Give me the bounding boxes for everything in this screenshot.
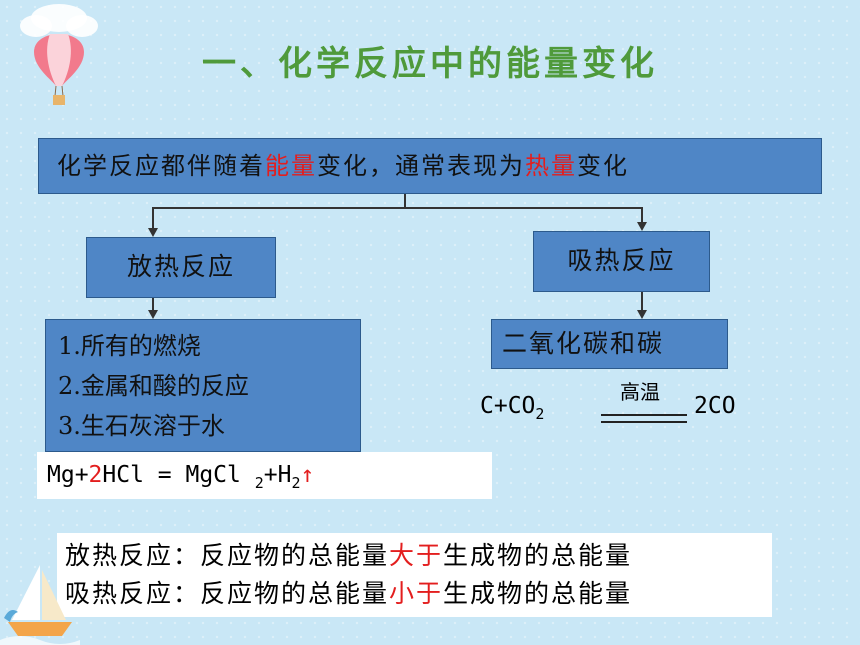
energy-change-statement: 化学反应都伴随着能量变化，通常表现为热量变化: [38, 138, 822, 194]
summary-text: 生成物的总能量: [443, 541, 633, 570]
summary-line: 放热反应：反应物的总能量大于生成物的总能量: [65, 537, 772, 575]
sailboat-icon: [0, 565, 80, 645]
eq-subscript: 2: [254, 474, 264, 492]
exothermic-examples: 1.所有的燃烧 2.金属和酸的反应 3.生石灰溶于水: [45, 319, 361, 452]
eq-coefficient: 2: [88, 462, 103, 488]
endothermic-box: 吸热反应: [533, 231, 710, 292]
connector-horizontal: [152, 207, 642, 209]
summary-text: 吸热反应：反应物的总能量: [65, 579, 390, 608]
connector-left: [152, 207, 154, 229]
summary-text: 放热反应：反应物的总能量: [65, 541, 390, 570]
summary-highlight: 小于: [389, 579, 444, 608]
exothermic-box: 放热反应: [86, 237, 276, 298]
hot-air-balloon-icon: [20, 4, 98, 105]
connector-stem: [404, 194, 406, 208]
connector-exo-list: [152, 298, 154, 311]
magnesium-equation: Mg+2HCl = MgCl 2+H2↑: [37, 452, 492, 499]
carbon-equation-product: 2CO: [694, 393, 736, 419]
statement-part-3: 变化: [577, 152, 629, 180]
list-item: 2.金属和酸的反应: [58, 372, 249, 400]
arrow-to-exothermic: [148, 228, 158, 237]
reaction-condition: 高温: [620, 380, 660, 404]
eq-subscript: 2: [291, 474, 301, 492]
equals-line-top: [601, 414, 687, 416]
eq-hcl: HCl = MgCl: [102, 462, 255, 488]
eq-subscript: 2: [535, 405, 545, 423]
statement-part-2: 变化，通常表现为: [317, 152, 525, 180]
gas-arrow-icon: ↑: [300, 462, 315, 488]
list-item: 3.生石灰溶于水: [58, 412, 225, 440]
list-item: 1.所有的燃烧: [58, 332, 201, 360]
carbon-equation-reactants: C+CO2: [480, 393, 544, 423]
page-title: 一、化学反应中的能量变化: [202, 44, 658, 84]
energy-highlight: 能量: [265, 152, 317, 180]
endothermic-example: 二氧化碳和碳: [491, 319, 728, 369]
eq-hydrogen: +H: [263, 462, 292, 488]
arrow-to-endothermic: [637, 222, 647, 231]
heat-highlight: 热量: [525, 152, 577, 180]
connector-endo-example: [641, 292, 643, 311]
eq-reactant: C+CO: [480, 393, 536, 419]
summary-highlight: 大于: [389, 541, 444, 570]
summary-box: 放热反应：反应物的总能量大于生成物的总能量 吸热反应：反应物的总能量小于生成物的…: [57, 533, 772, 617]
summary-text: 生成物的总能量: [443, 579, 633, 608]
equals-line-bottom: [601, 421, 687, 423]
summary-line: 吸热反应：反应物的总能量小于生成物的总能量: [65, 575, 772, 613]
arrow-to-exo-list: [148, 310, 158, 319]
arrow-to-endo-example: [637, 310, 647, 319]
statement-part-1: 化学反应都伴随着: [57, 152, 265, 180]
eq-mg: Mg+: [47, 462, 89, 488]
connector-right: [641, 207, 643, 223]
